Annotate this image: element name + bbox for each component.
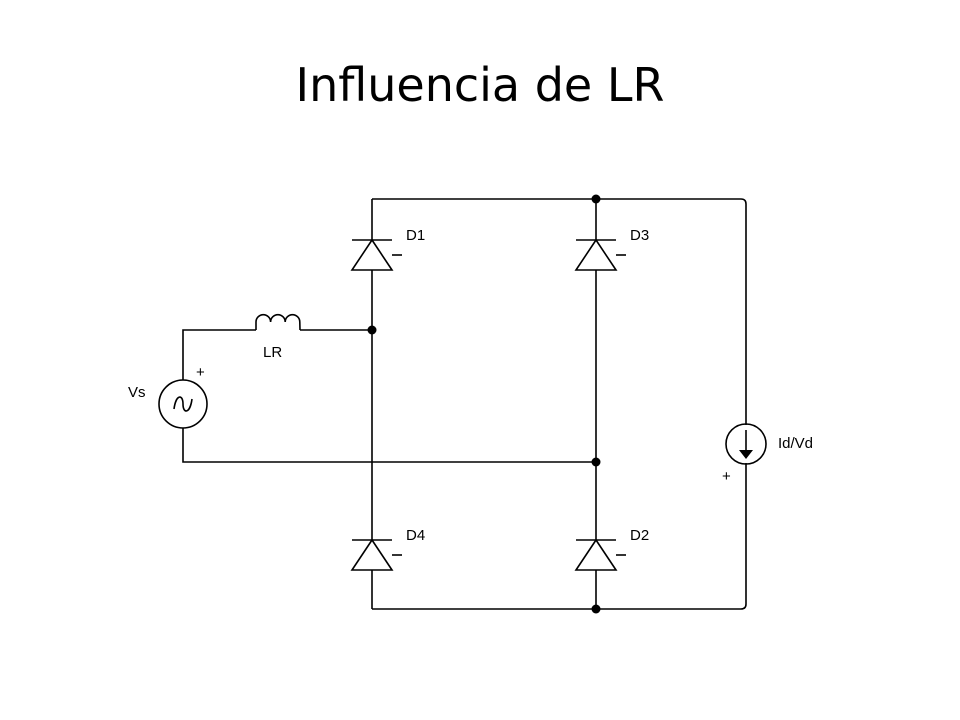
junction-dot <box>591 194 601 204</box>
slide-title: Influencia de LR <box>295 58 665 112</box>
wire-source-top <box>182 329 256 380</box>
label-d4: D4 <box>406 527 425 544</box>
diode-d2 <box>574 538 626 571</box>
label-d1: D1 <box>406 227 425 244</box>
label-d2: D2 <box>630 527 649 544</box>
diode-d1 <box>350 238 402 271</box>
sine-wave-icon <box>173 396 193 412</box>
junction-dot <box>591 457 601 467</box>
current-source-load <box>725 423 767 465</box>
junction-dot <box>591 604 601 614</box>
junction-dot <box>367 325 377 335</box>
label-vs-polarity: + <box>196 364 205 381</box>
wires <box>182 198 747 610</box>
wire-source-bottom <box>182 428 596 463</box>
label-load-polarity: + <box>722 468 731 485</box>
wire-top <box>372 198 747 425</box>
junctions <box>367 194 601 614</box>
diode-d4 <box>350 538 402 571</box>
label-load: Id/Vd <box>778 435 813 452</box>
ac-source-vs <box>158 379 208 429</box>
label-d3: D3 <box>630 227 649 244</box>
label-lr: LR <box>263 344 282 361</box>
inductor-lr <box>255 313 301 331</box>
label-vs: Vs <box>128 384 146 401</box>
wire-bottom <box>372 463 747 610</box>
diode-d3 <box>574 238 626 271</box>
